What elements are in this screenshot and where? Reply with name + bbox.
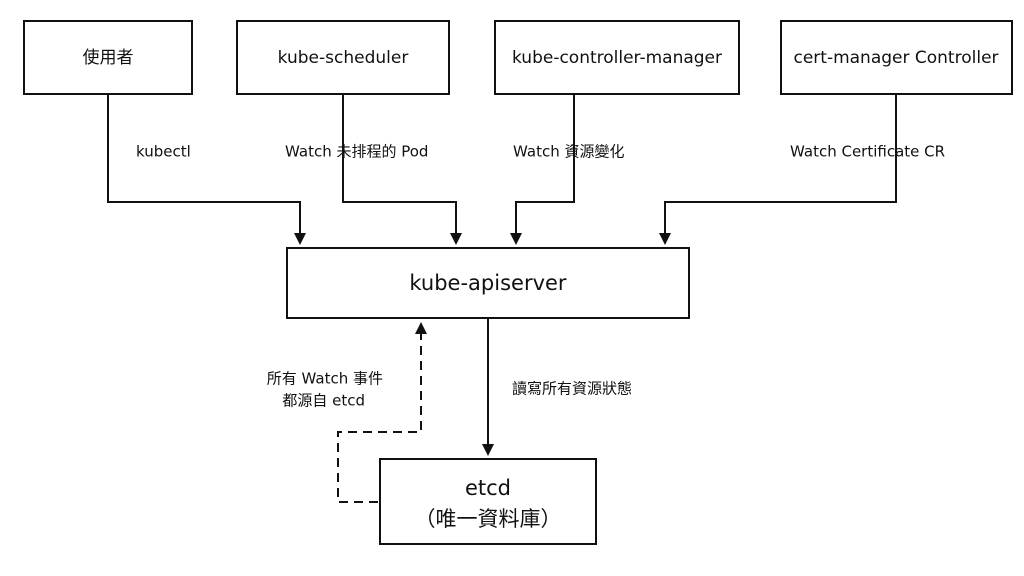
node-label: kube-apiserver xyxy=(409,271,567,295)
edge-label-read-write-all-state: 讀寫所有資源狀態 xyxy=(512,380,632,398)
node-box xyxy=(494,20,740,95)
node-sublabel: （唯一資料庫） xyxy=(415,507,562,531)
node-box xyxy=(236,20,450,95)
node-box xyxy=(780,20,1013,95)
node-kube-apiserver: kube-apiserver xyxy=(286,247,690,319)
node-label: kube-controller-manager xyxy=(512,48,722,68)
node-box xyxy=(23,20,193,95)
edge-etcd-to-apiserver-watch-events: 所有 Watch 事件 都源自 etcd xyxy=(267,322,427,503)
edge-line-dashed xyxy=(337,322,427,503)
node-box xyxy=(286,247,690,319)
node-kube-controller-manager: kube-controller-manager xyxy=(494,20,740,95)
edge-line xyxy=(107,94,306,245)
node-cert-manager-controller: cert-manager Controller xyxy=(780,20,1013,95)
node-box xyxy=(379,458,597,545)
edge-label-watch-certificate-cr: Watch Certificate CR xyxy=(790,143,945,161)
node-label: 使用者 xyxy=(83,47,134,68)
edge-line xyxy=(342,94,462,245)
edge-label-watch-events-line2: 都源自 etcd xyxy=(282,392,365,410)
edge-label-watch-events-line1: 所有 Watch 事件 xyxy=(267,370,383,388)
edge-user-to-apiserver: kubectl xyxy=(107,94,306,245)
node-label: etcd xyxy=(465,476,511,500)
edge-apiserver-to-etcd: 讀寫所有資源狀態 xyxy=(482,318,632,456)
edge-label-watch-unscheduled-pod: Watch 未排程的 Pod xyxy=(285,143,428,161)
edge-label-watch-resource-changes: Watch 資源變化 xyxy=(513,143,624,161)
node-kube-scheduler: kube-scheduler xyxy=(236,20,450,95)
node-label: cert-manager Controller xyxy=(793,48,998,68)
node-user: 使用者 xyxy=(23,20,193,95)
node-label: kube-scheduler xyxy=(278,48,409,68)
edge-cert-manager-to-apiserver: Watch Certificate CR xyxy=(659,94,945,245)
edge-label-kubectl: kubectl xyxy=(136,143,191,161)
edge-line xyxy=(659,94,897,245)
node-etcd: etcd （唯一資料庫） xyxy=(379,458,597,545)
edge-line xyxy=(510,94,575,245)
edge-controller-manager-to-apiserver: Watch 資源變化 xyxy=(510,94,624,245)
edge-scheduler-to-apiserver: Watch 未排程的 Pod xyxy=(285,94,462,245)
